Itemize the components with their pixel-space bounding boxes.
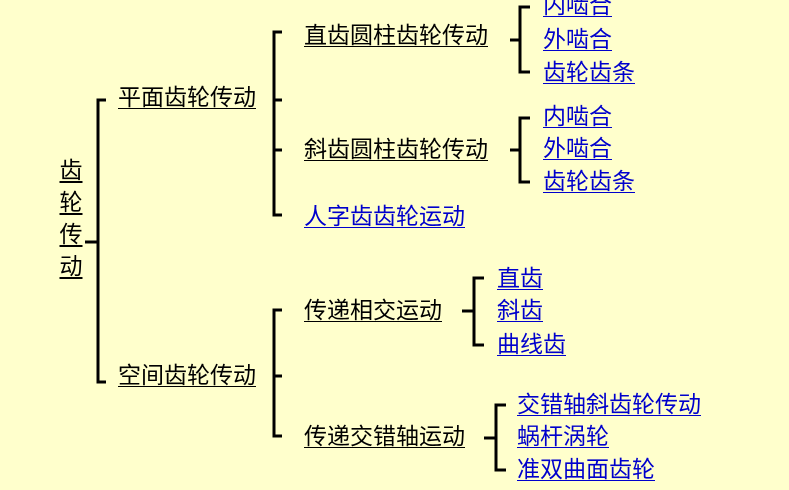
helical-bevel-link[interactable]: 斜齿 [497, 298, 543, 324]
intersecting-axes-label: 传递相交运动 [304, 298, 442, 324]
herringbone-gear-link[interactable]: 人字齿齿轮运动 [304, 204, 465, 230]
helical-rack-link[interactable]: 齿轮齿条 [543, 169, 635, 195]
helical-internal-link[interactable]: 内啮合 [543, 104, 612, 130]
crossed-bracket [494, 403, 506, 472]
spur-gear-label: 直齿圆柱齿轮传动 [304, 23, 488, 49]
helical-bracket [518, 116, 530, 184]
helical-external-link[interactable]: 外啮合 [543, 136, 612, 162]
planar-gear-label: 平面齿轮传动 [118, 85, 256, 111]
spur-bracket [518, 5, 530, 74]
root-char: 齿 [59, 158, 83, 184]
spiral-bevel-link[interactable]: 曲线齿 [497, 332, 566, 358]
spatial-gear-label: 空间齿轮传动 [118, 363, 256, 389]
planar-bracket [272, 30, 282, 217]
spur-rack-link[interactable]: 齿轮齿条 [543, 60, 635, 86]
spur-internal-link[interactable]: 内啮合 [543, 0, 612, 19]
worm-gear-link[interactable]: 蜗杆涡轮 [517, 424, 609, 450]
root-char: 轮 [59, 190, 83, 216]
straight-bevel-link[interactable]: 直齿 [497, 266, 543, 292]
spatial-bracket [272, 308, 282, 438]
crossed-axes-label: 传递交错轴运动 [304, 424, 465, 450]
root-char: 传 [59, 222, 83, 248]
root-label: 齿 轮 传 动 [57, 155, 85, 283]
crossed-helical-link[interactable]: 交错轴斜齿轮传动 [517, 392, 701, 418]
root-char: 动 [59, 254, 83, 280]
spur-external-link[interactable]: 外啮合 [543, 27, 612, 53]
helical-gear-label: 斜齿圆柱齿轮传动 [304, 137, 488, 163]
intersecting-bracket [472, 276, 484, 347]
hypoid-gear-link[interactable]: 准双曲面齿轮 [517, 457, 655, 483]
root-bracket [96, 98, 106, 384]
